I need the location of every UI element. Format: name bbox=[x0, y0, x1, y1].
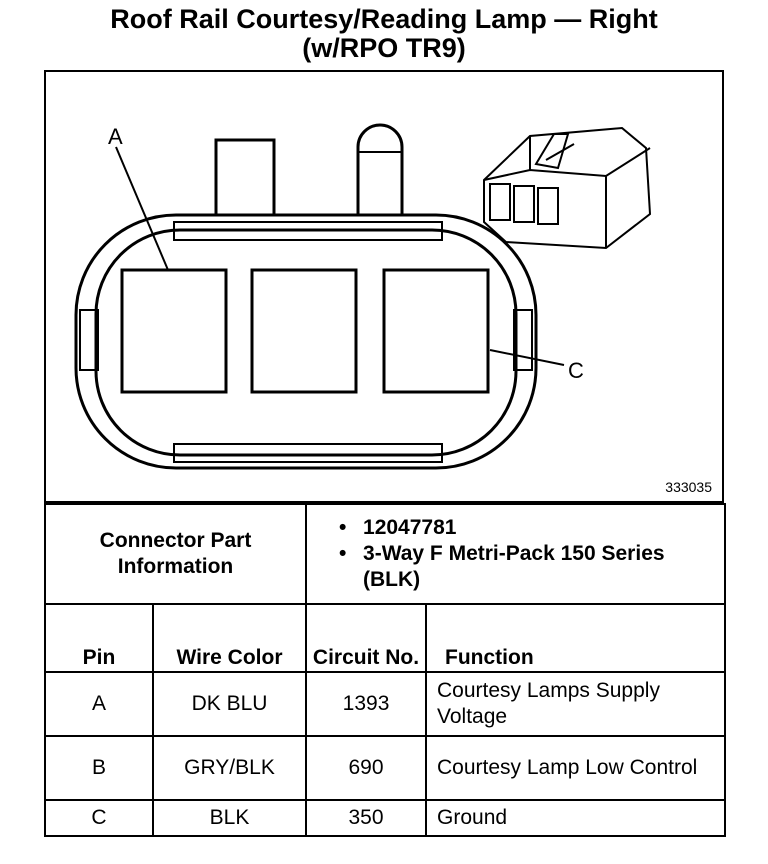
header-pin: Pin bbox=[44, 603, 154, 673]
connector-body-outer bbox=[74, 213, 538, 470]
leader-line-c bbox=[489, 349, 565, 366]
function-cell: Courtesy Lamps Supply Voltage bbox=[425, 671, 727, 737]
header-function: Function bbox=[425, 603, 727, 673]
wire-color-cell: GRY/BLK bbox=[151, 735, 308, 801]
function-cell: Ground bbox=[425, 799, 727, 837]
connector-description: 3-Way F Metri-Pack 150 Series (BLK) bbox=[339, 541, 724, 593]
leader-line-a bbox=[115, 146, 169, 271]
pin-cell: C bbox=[44, 799, 154, 837]
connector-info-list: 12047781 3-Way F Metri-Pack 150 Series (… bbox=[305, 503, 727, 605]
header-wire-color: Wire Color bbox=[151, 603, 308, 673]
connector-body-inner bbox=[94, 228, 518, 457]
callout-c: C bbox=[568, 358, 584, 383]
table-row: C BLK 350 Ground bbox=[44, 799, 727, 837]
cavity-b bbox=[250, 268, 358, 394]
function-cell: Courtesy Lamp Low Control bbox=[425, 735, 727, 801]
wire-color-cell: DK BLU bbox=[151, 671, 308, 737]
pin-cell: B bbox=[44, 735, 154, 801]
connector-isometric-view bbox=[483, 126, 652, 250]
page-subtitle: (w/RPO TR9) bbox=[302, 33, 466, 63]
table-row: B GRY/BLK 690 Courtesy Lamp Low Control bbox=[44, 735, 727, 801]
circuit-cell: 690 bbox=[305, 735, 428, 801]
table-row: A DK BLU 1393 Courtesy Lamps Supply Volt… bbox=[44, 671, 727, 737]
callout-a: A bbox=[108, 124, 123, 149]
cavity-c bbox=[382, 268, 490, 394]
pin-cell: A bbox=[44, 671, 154, 737]
page-title: Roof Rail Courtesy/Reading Lamp — Right bbox=[110, 4, 658, 34]
wire-color-cell: BLK bbox=[151, 799, 308, 837]
figure-number: 333035 bbox=[665, 479, 712, 495]
connector-tab bbox=[214, 138, 276, 217]
connector-part-number: 12047781 bbox=[339, 515, 724, 541]
circuit-cell: 350 bbox=[305, 799, 428, 837]
connector-figure: A C 333035 bbox=[44, 70, 724, 503]
header-circuit-no: Circuit No. bbox=[305, 603, 428, 673]
connector-info-label: Connector Part Information bbox=[43, 503, 308, 605]
circuit-cell: 1393 bbox=[305, 671, 428, 737]
table-header-row: Pin Wire Color Circuit No. Function bbox=[44, 603, 727, 673]
pinout-table: Connector Part Information 12047781 3-Wa… bbox=[43, 503, 727, 837]
cavity-a bbox=[120, 268, 228, 394]
connector-drawing: A C bbox=[74, 123, 652, 470]
